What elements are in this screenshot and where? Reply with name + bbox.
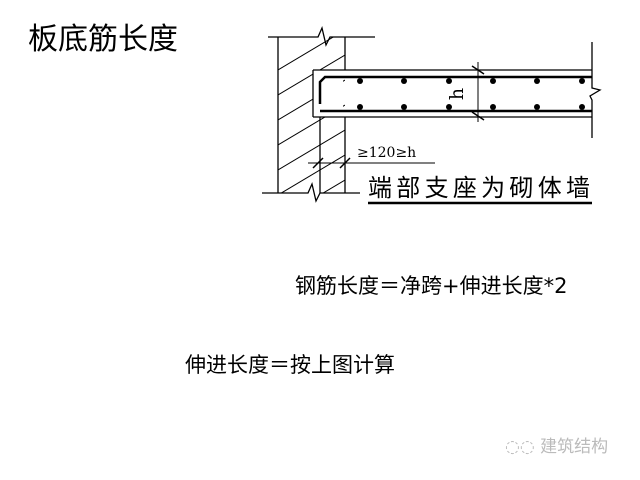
masonry-wall	[262, 25, 375, 203]
diagram-caption: 端部支座为砌体墙	[368, 174, 590, 202]
slab: h	[312, 42, 602, 138]
dimension-label: ≥120≥h	[357, 145, 416, 161]
watermark-text: 建筑结构	[540, 437, 609, 457]
height-label: h	[446, 88, 468, 100]
watermark: ◌◌ 建筑结构	[505, 432, 608, 457]
dimension: ≥120≥h	[308, 145, 435, 169]
rebar-length-formula: 钢筋长度＝净跨+伸进长度*2	[295, 274, 568, 298]
slide-title: 板底筋长度	[28, 22, 178, 57]
wechat-icon: ◌◌	[505, 437, 541, 457]
top-rebar	[318, 75, 592, 104]
rebar-dots	[357, 78, 585, 110]
anchorage-length-formula: 伸进长度＝按上图计算	[185, 353, 395, 377]
